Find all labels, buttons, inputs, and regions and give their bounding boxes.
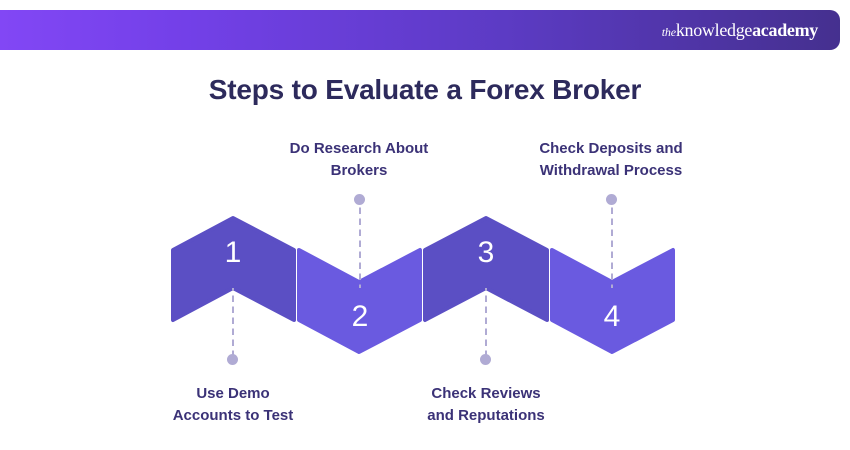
step-number-2: 2 <box>351 300 369 333</box>
connector-line-step-1 <box>232 288 234 358</box>
connector-dot-step-3 <box>480 354 491 365</box>
step-label-2-line2: Brokers <box>330 161 388 179</box>
step-label-4: Check Deposits and Withdrawal Process <box>511 138 711 182</box>
chevron-step-1[interactable] <box>171 216 296 322</box>
page-title: Steps to Evaluate a Forex Broker <box>208 74 642 105</box>
step-number-4: 4 <box>603 300 621 333</box>
connector-dot-step-4 <box>606 194 617 205</box>
connector-line-step-4 <box>611 204 613 288</box>
step-label-2: Do Research About Brokers <box>259 138 459 182</box>
step-label-1-line1: Use Demo <box>196 385 270 402</box>
brand-word-academy: academy <box>752 19 818 40</box>
connector-dot-step-1 <box>227 354 238 365</box>
connector-line-step-2 <box>359 204 361 288</box>
step-label-3: Check Reviews and Reputations <box>386 383 586 427</box>
header-bar: theknowledgeacademy <box>0 10 840 50</box>
brand-logo: theknowledgeacademy <box>661 19 819 40</box>
step-label-2-line1: Do Research About <box>289 140 429 157</box>
connector-dot-step-2 <box>354 194 365 205</box>
step-number-3: 3 <box>477 236 495 269</box>
step-label-1: Use Demo Accounts to Test <box>133 383 333 427</box>
step-label-3-line1: Check Reviews <box>431 385 541 402</box>
chevron-step-3[interactable] <box>423 216 549 322</box>
step-label-4-line2: Withdrawal Process <box>539 161 683 179</box>
step-label-4-line1: Check Deposits and <box>539 140 683 157</box>
step-label-1-line2: Accounts to Test <box>172 406 294 424</box>
connector-line-step-3 <box>485 288 487 358</box>
brand-prefix: the <box>661 24 676 39</box>
step-number-1: 1 <box>224 236 242 269</box>
brand-word-knowledge: knowledge <box>675 19 753 40</box>
step-label-3-line2: and Reputations <box>427 406 545 424</box>
